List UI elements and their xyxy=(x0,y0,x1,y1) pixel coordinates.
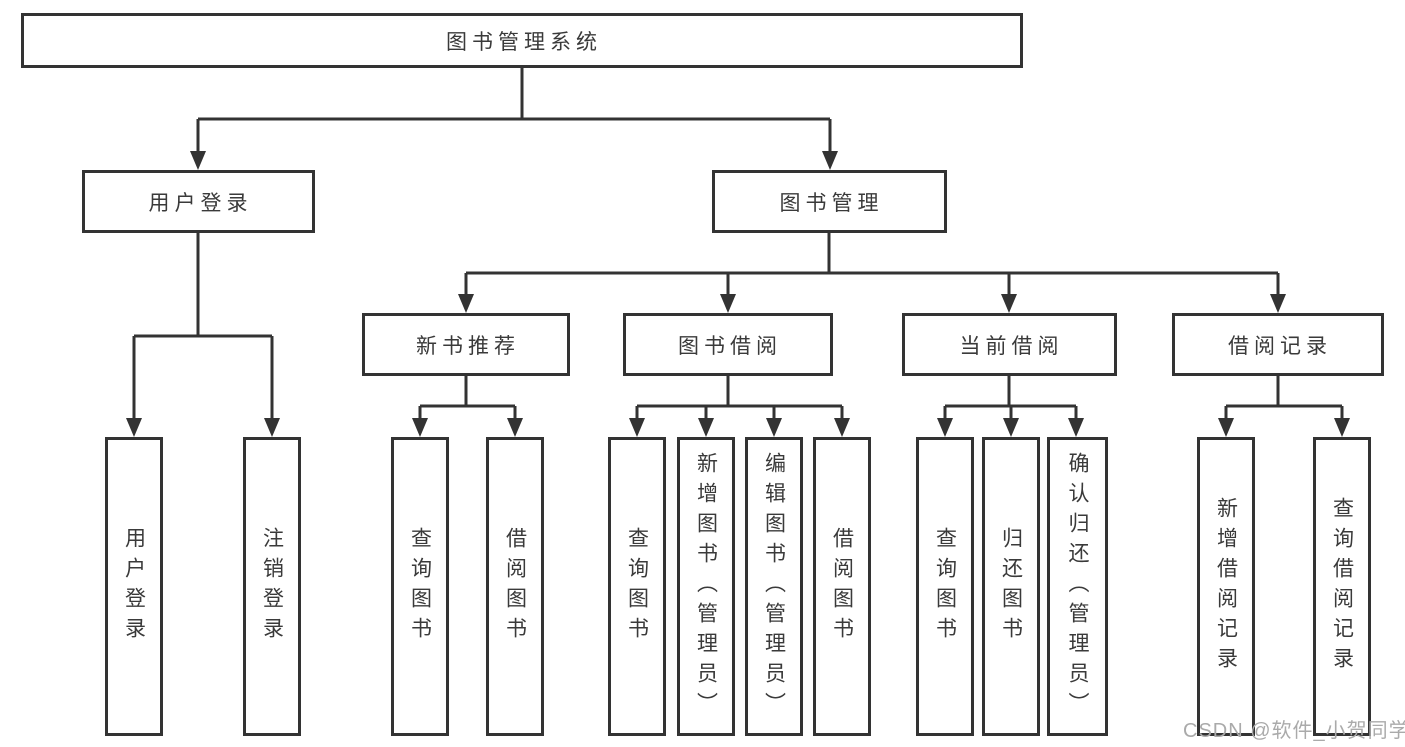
node-label: 编辑图书（管理员） xyxy=(762,451,786,722)
node-label: 确认归还（管理员） xyxy=(1066,451,1089,722)
node-library-management-system: 图书管理系统 xyxy=(21,13,1023,68)
arrow-down-icon xyxy=(1068,418,1084,437)
node-label: 查询图书 xyxy=(933,526,957,647)
csdn-watermark: CSDN @软件_小贺同学 xyxy=(1183,720,1405,742)
leaf-borrow-books: 借阅图书 xyxy=(813,437,871,736)
leaf-confirm-return-admin: 确认归还（管理员） xyxy=(1047,437,1108,736)
node-label: 查询借阅记录 xyxy=(1330,496,1354,677)
node-label: 借阅记录 xyxy=(1228,334,1332,358)
node-label: 新增图书（管理员） xyxy=(694,451,718,722)
arrowheads xyxy=(126,151,1350,437)
node-current-borrowing: 当前借阅 xyxy=(902,313,1117,376)
node-label: 当前借阅 xyxy=(959,334,1064,358)
arrow-down-icon xyxy=(698,418,714,437)
leaf-logout: 注销登录 xyxy=(243,437,301,736)
arrow-down-icon xyxy=(190,151,206,170)
node-label: 借阅图书 xyxy=(503,526,527,647)
arrow-down-icon xyxy=(507,418,523,437)
node-borrowing-records: 借阅记录 xyxy=(1172,313,1384,376)
node-user-login: 用户登录 xyxy=(82,170,315,233)
arrow-down-icon xyxy=(126,418,142,437)
arrow-down-icon xyxy=(264,418,280,437)
arrow-down-icon xyxy=(834,418,850,437)
arrow-down-icon xyxy=(766,418,782,437)
node-label: 归还图书 xyxy=(999,526,1023,647)
arrow-down-icon xyxy=(629,418,645,437)
node-label: 新书推荐 xyxy=(416,334,520,358)
node-label: 查询图书 xyxy=(625,526,649,647)
arrow-down-icon xyxy=(720,294,736,313)
node-label: 用户登录 xyxy=(148,191,253,215)
leaf-return-books: 归还图书 xyxy=(982,437,1040,736)
node-new-book-recommendation: 新书推荐 xyxy=(362,313,570,376)
arrow-down-icon xyxy=(458,294,474,313)
leaf-add-borrow-record: 新增借阅记录 xyxy=(1197,437,1255,736)
node-book-management: 图书管理 xyxy=(712,170,947,233)
arrow-down-icon xyxy=(1218,418,1234,437)
node-label: 注销登录 xyxy=(260,526,284,647)
leaf-query-borrow-record: 查询借阅记录 xyxy=(1313,437,1371,736)
node-label: 图书管理系统 xyxy=(446,30,602,54)
arrow-down-icon xyxy=(822,151,838,170)
arrow-down-icon xyxy=(1334,418,1350,437)
leaf-edit-books-admin: 编辑图书（管理员） xyxy=(745,437,803,736)
leaf-borrow-books: 借阅图书 xyxy=(486,437,544,736)
arrow-down-icon xyxy=(412,418,428,437)
node-label: 用户登录 xyxy=(122,526,146,647)
arrow-down-icon xyxy=(937,418,953,437)
node-label: 图书管理 xyxy=(779,191,884,215)
node-label: 查询图书 xyxy=(408,526,432,647)
arrow-down-icon xyxy=(1003,418,1019,437)
node-label: 新增借阅记录 xyxy=(1214,496,1238,677)
leaf-query-books: 查询图书 xyxy=(916,437,974,736)
node-label: 借阅图书 xyxy=(830,526,854,647)
leaf-query-books: 查询图书 xyxy=(608,437,666,736)
arrow-down-icon xyxy=(1001,294,1017,313)
arrow-down-icon xyxy=(1270,294,1286,313)
node-book-borrowing: 图书借阅 xyxy=(623,313,833,376)
leaf-query-books: 查询图书 xyxy=(391,437,449,736)
leaf-user-login: 用户登录 xyxy=(105,437,163,736)
leaf-add-books-admin: 新增图书（管理员） xyxy=(677,437,735,736)
node-label: 图书借阅 xyxy=(678,334,782,358)
